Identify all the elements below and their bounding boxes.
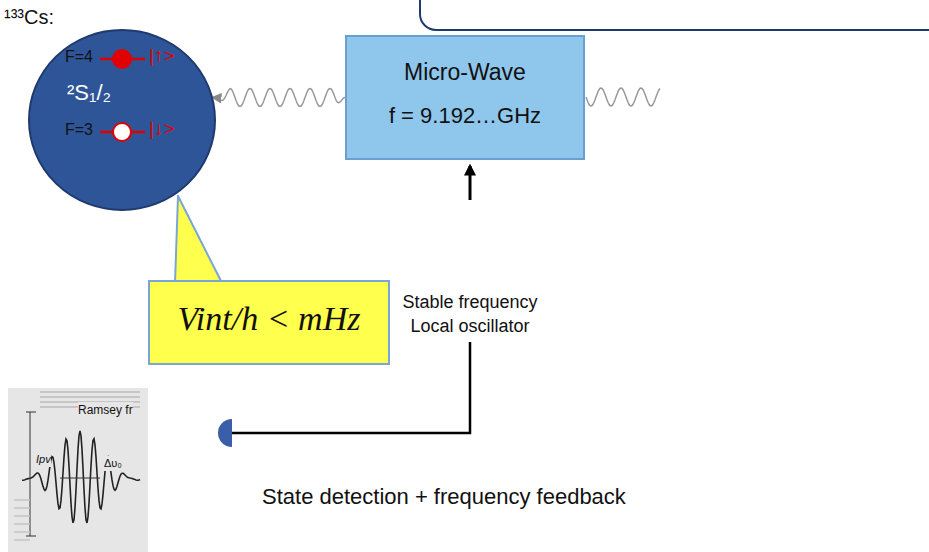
node-text: ²S₁/₂ (67, 80, 111, 106)
inset-ground (8, 388, 148, 552)
node-text: F=4 (65, 48, 93, 66)
ramsey-inset (8, 388, 148, 552)
fringe-curve (22, 431, 140, 523)
atom-circle: F=4 |↑> ²S₁/₂ F=3 |↓> (27, 28, 217, 212)
scan-text-line (14, 523, 30, 525)
scan-text-line (40, 391, 140, 393)
feedback-arrow (469, 166, 472, 200)
frame-outline (420, 0, 929, 30)
scan-text-line (14, 507, 30, 509)
population-dot (113, 123, 131, 141)
scale-bracket (26, 412, 100, 536)
inset-title: Ramsey fr (78, 402, 133, 418)
scan-text-line (14, 515, 30, 517)
element-label: ¹³³Cs: (4, 4, 54, 31)
axis-label: Δυ₀ (104, 456, 122, 471)
population-dot (113, 50, 131, 68)
outgoing-wave (586, 88, 660, 106)
atom-disc (29, 30, 215, 210)
scan-text-line (14, 531, 30, 533)
scan-text-line (40, 396, 140, 398)
node-text: |↓> (149, 118, 175, 140)
callout-tail (175, 196, 222, 283)
node-text: f = 9.192…GHz (347, 103, 583, 129)
scan-text-line (14, 539, 30, 541)
atom-outline (27, 28, 217, 212)
node-text: Micro-Wave (347, 59, 583, 86)
axis-label: Ipv (36, 452, 51, 467)
node-text: Vint/h < mHz (150, 300, 388, 338)
node-text: F=3 (65, 121, 93, 139)
microwave-wave (213, 89, 345, 107)
detector-symbol (218, 419, 232, 447)
oscillator-label: Stable frequency Local oscillator (395, 290, 545, 339)
node-text: |↑> (149, 45, 175, 67)
microwave-box: Micro-Wave f = 9.192…GHz (345, 35, 585, 160)
scan-text-line (14, 499, 30, 501)
loop-caption: State detection + frequency feedback (262, 482, 626, 512)
callout-box: Vint/h < mHz (148, 280, 390, 365)
